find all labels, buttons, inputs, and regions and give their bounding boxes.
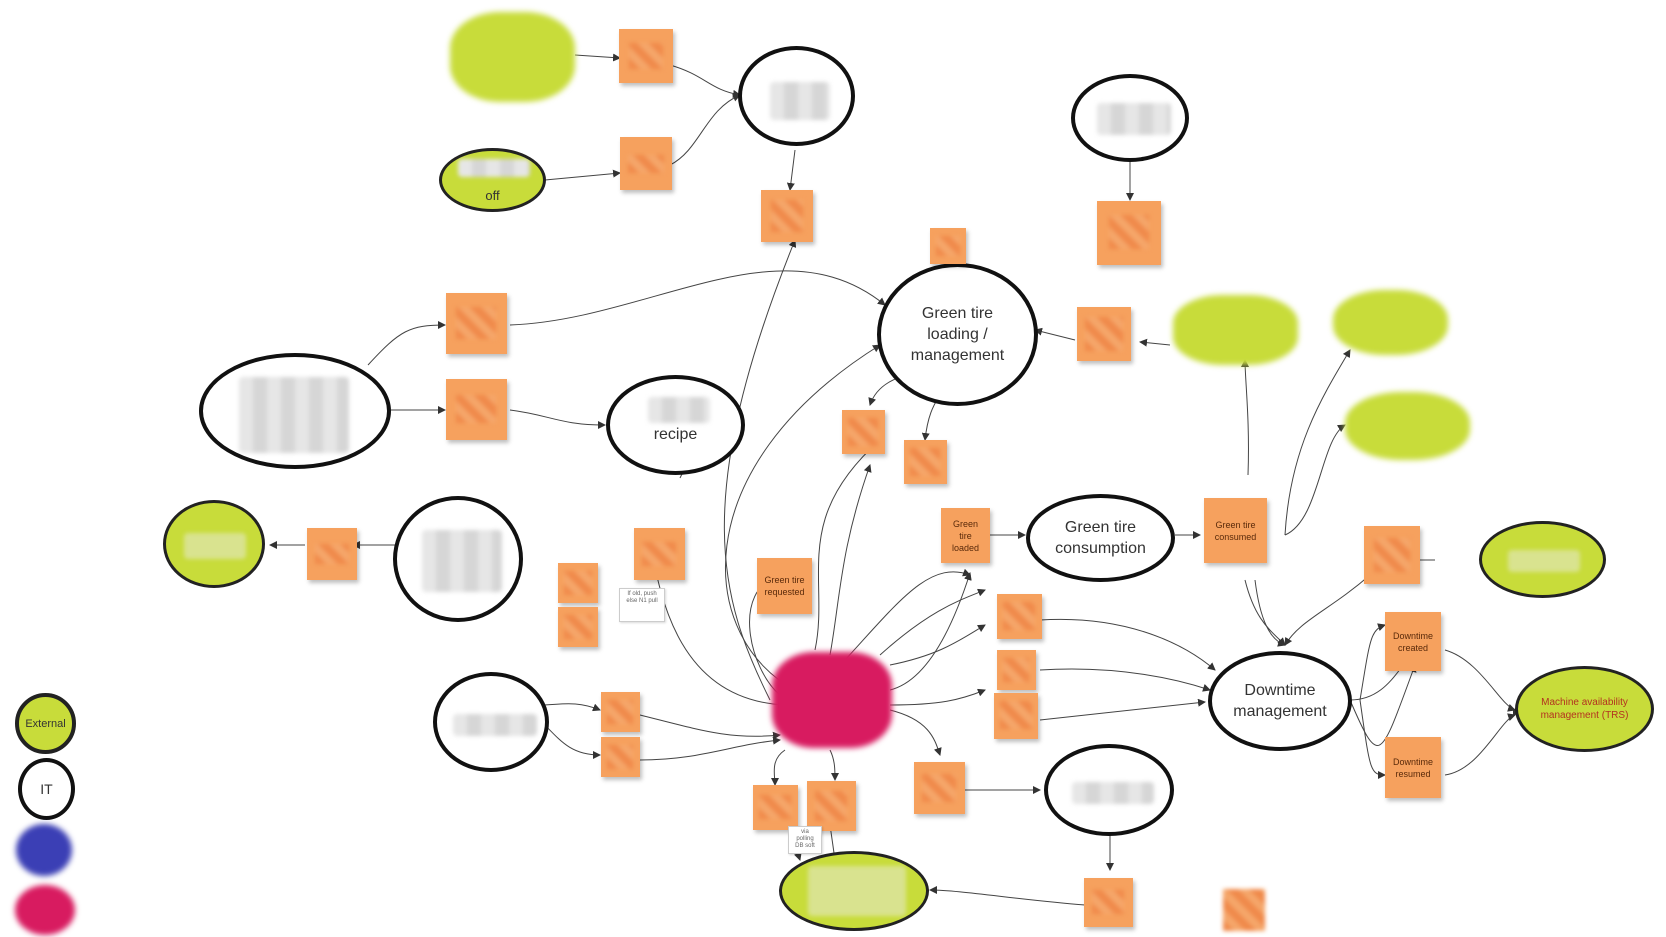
external-node-bottom <box>779 851 929 931</box>
event-sticky <box>446 293 507 354</box>
downtime-management-label: Downtime management <box>1233 682 1327 720</box>
it-node-bottom <box>1044 744 1174 836</box>
green-tire-consumed-sticky: Green tire consumed <box>1204 498 1267 563</box>
green-tire-consumption-label: Green tire consumption <box>1055 519 1146 557</box>
event-sticky <box>1084 878 1133 927</box>
it-node-top-right <box>1071 74 1189 162</box>
push-pull-note: If old, push else N1 pull <box>619 588 665 622</box>
green-tire-loaded-text: Green tire loaded <box>951 518 980 553</box>
recipe-label: recipe <box>653 426 698 443</box>
event-sticky <box>558 563 598 603</box>
green-tire-loading-label: Green tire loading / management <box>910 305 1005 364</box>
machine-availability-node: Machine availability management (TRS) <box>1515 666 1654 752</box>
event-sticky <box>997 594 1042 639</box>
green-tire-loading-node: Green tire loading / management <box>877 263 1038 406</box>
polling-note: via polling DB soft <box>788 826 822 854</box>
legend-pink <box>15 885 75 935</box>
event-sticky <box>1219 885 1269 935</box>
event-sticky <box>930 228 966 264</box>
downtime-management-node: Downtime management <box>1208 651 1352 751</box>
it-node-left <box>199 353 391 469</box>
event-sticky <box>1364 526 1420 584</box>
legend-external: External <box>15 693 76 754</box>
event-sticky <box>307 528 357 580</box>
event-sticky <box>994 693 1038 739</box>
green-tire-consumption-node: Green tire consumption <box>1026 494 1175 582</box>
external-node-right-1 <box>1173 295 1298 365</box>
legend-it-label: IT <box>40 781 53 797</box>
downtime-resumed-text: Downtime resumed <box>1392 756 1433 779</box>
external-node-right-3 <box>1345 392 1470 460</box>
external-node-top-left <box>450 12 575 102</box>
legend-it: IT <box>18 758 75 820</box>
downtime-resumed-sticky: Downtime resumed <box>1385 737 1441 798</box>
event-sticky <box>914 762 965 814</box>
green-tire-requested-sticky: Green tire requested <box>757 558 812 614</box>
event-sticky <box>842 410 885 454</box>
it-node-bottom-left <box>433 672 549 772</box>
event-sticky <box>601 692 640 732</box>
external-node-right-4 <box>1479 521 1606 598</box>
event-sticky <box>1097 201 1161 265</box>
event-sticky <box>1077 307 1131 361</box>
recipe-node: recipe <box>606 375 745 475</box>
off-label: off <box>485 188 500 203</box>
green-tire-consumed-text: Green tire consumed <box>1214 519 1257 542</box>
external-node-left-upper: off <box>439 148 546 212</box>
event-sticky <box>558 607 598 647</box>
it-node-top <box>738 46 855 146</box>
green-tire-requested-text: Green tire requested <box>764 575 805 597</box>
event-sticky <box>601 737 640 777</box>
external-node-right-2 <box>1333 290 1448 355</box>
legend-blue <box>16 824 72 876</box>
event-sticky <box>904 440 947 484</box>
it-node-middle-left <box>393 496 523 622</box>
legend-external-label: External <box>25 717 66 730</box>
machine-availability-label: Machine availability management (TRS) <box>1540 697 1629 721</box>
external-node-left <box>163 500 265 588</box>
event-sticky <box>997 650 1036 690</box>
event-sticky <box>753 785 798 830</box>
downtime-created-text: Downtime created <box>1392 630 1433 653</box>
polling-text: via polling DB soft <box>795 829 815 849</box>
event-sticky <box>807 781 856 831</box>
core-system-node <box>772 652 892 748</box>
event-sticky <box>619 29 673 83</box>
push-pull-text: If old, push else N1 pull <box>626 591 658 604</box>
event-sticky <box>634 528 685 580</box>
downtime-created-sticky: Downtime created <box>1385 612 1441 671</box>
event-sticky <box>446 379 507 440</box>
event-sticky <box>620 137 672 190</box>
green-tire-loaded-sticky: Green tire loaded <box>941 508 990 563</box>
event-sticky <box>761 190 813 242</box>
